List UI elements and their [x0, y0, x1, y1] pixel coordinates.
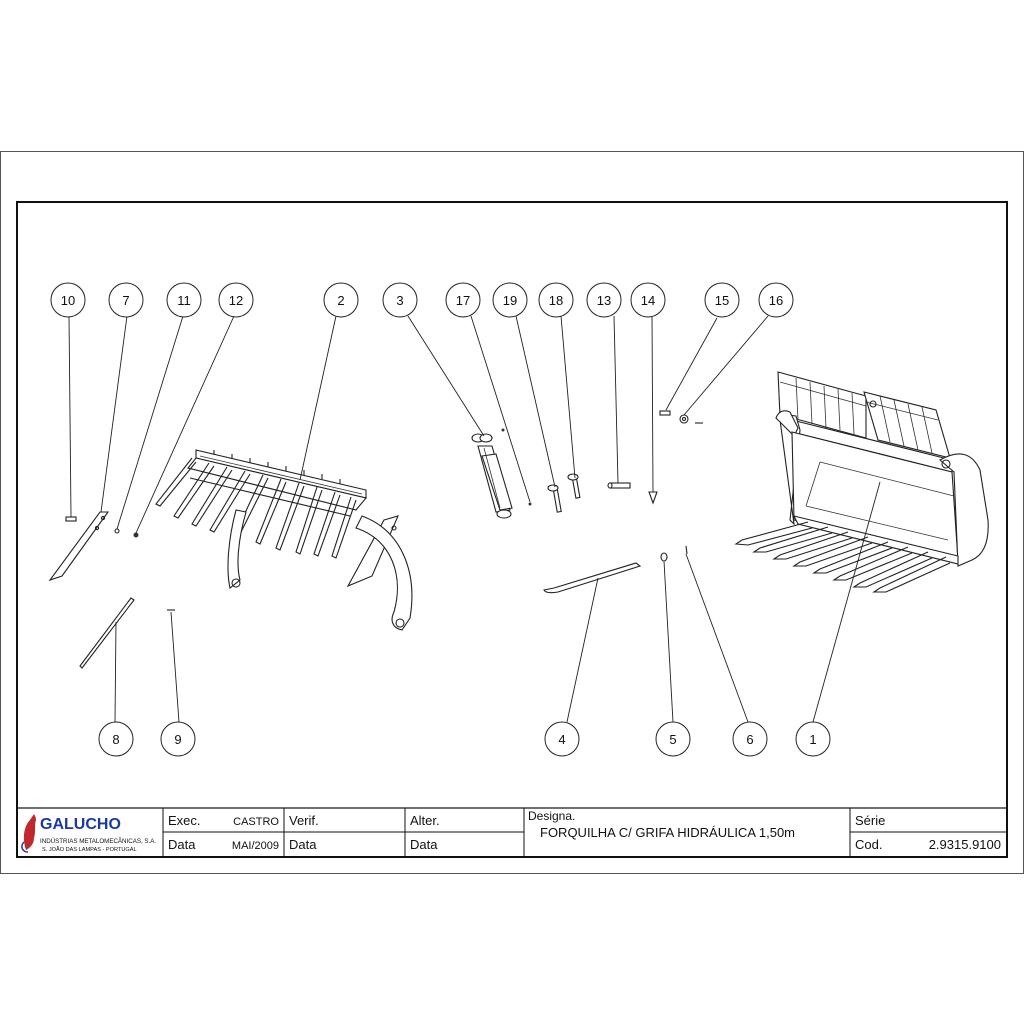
balloon-14-label: 14	[641, 293, 655, 308]
balloon-4: 4	[544, 721, 580, 757]
part-10-pin	[65, 516, 77, 522]
balloons: 10 7 11 12 2 3 17 19 18 13 14 15 16 8 9 …	[50, 282, 831, 757]
company-line2: S. JOÃO DAS LAMPAS - PORTUGAL	[42, 846, 137, 853]
part-13-pin	[607, 482, 631, 489]
balloon-9-label: 9	[174, 732, 181, 747]
balloon-12-label: 12	[229, 293, 243, 308]
balloon-6-label: 6	[746, 732, 753, 747]
exec-label: Exec.	[168, 813, 201, 828]
designation-value: FORQUILHA C/ GRIFA HIDRÁULICA 1,50m	[540, 825, 795, 840]
balloon-8-label: 8	[112, 732, 119, 747]
balloon-11-label: 11	[177, 293, 191, 308]
alter-data-label: Data	[410, 837, 438, 852]
part-19-pin	[547, 484, 562, 513]
part-2-grapple-frame	[155, 449, 413, 631]
part-18-pin	[567, 473, 581, 499]
balloon-5-label: 5	[669, 732, 676, 747]
balloon-5: 5	[655, 721, 691, 757]
balloon-15-label: 15	[715, 293, 729, 308]
alter-label: Alter.	[410, 813, 440, 828]
serie-label: Série	[855, 813, 885, 828]
balloon-14: 14	[630, 282, 666, 318]
balloon-18: 18	[538, 282, 574, 318]
balloon-16: 16	[758, 282, 794, 318]
company-name: GALUCHO	[40, 816, 121, 833]
part-11-washer	[114, 528, 120, 534]
part-12-nut	[133, 532, 139, 538]
company-logo: GALUCHO INDÚSTRIAS METALOMECÂNICAS, S.A.…	[21, 814, 156, 853]
balloon-10-label: 10	[61, 293, 75, 308]
data-label: Data	[168, 837, 196, 852]
balloon-17-label: 17	[456, 293, 470, 308]
part-7-side-plate	[48, 511, 110, 582]
balloon-4-label: 4	[558, 732, 565, 747]
balloon-6: 6	[732, 721, 768, 757]
title-block: GALUCHO INDÚSTRIAS METALOMECÂNICAS, S.A.…	[16, 807, 1008, 858]
part-14-nipple	[648, 491, 658, 505]
exec-value: CASTRO	[233, 816, 279, 828]
cod-value: 2.9315.9100	[929, 837, 1001, 852]
designation-label: Designa.	[528, 809, 575, 823]
part-cyl-bolt	[501, 428, 505, 432]
balloon-1: 1	[795, 721, 831, 757]
rooster-logo-icon	[21, 814, 36, 853]
part-16-washer	[679, 414, 703, 424]
balloon-3: 3	[382, 282, 418, 318]
part-4-tine	[543, 562, 642, 594]
balloon-16-label: 16	[769, 293, 783, 308]
balloon-7: 7	[108, 282, 144, 318]
balloon-18-label: 18	[549, 293, 563, 308]
balloon-1-label: 1	[809, 732, 816, 747]
balloon-17: 17	[445, 282, 481, 318]
data-value: MAI/2009	[232, 840, 279, 852]
balloon-19-label: 19	[503, 293, 517, 308]
part-1-fork-bucket	[734, 371, 989, 593]
cod-label: Cod.	[855, 837, 882, 852]
part-8-tine	[79, 597, 135, 669]
balloon-19: 19	[492, 282, 528, 318]
balloon-13-label: 13	[597, 293, 611, 308]
part-15-bolt	[659, 410, 671, 416]
verif-data-label: Data	[289, 837, 317, 852]
part-3-hydraulic-cylinder	[471, 433, 513, 519]
balloon-15: 15	[704, 282, 740, 318]
part-5-nut	[660, 552, 668, 562]
balloon-9: 9	[160, 721, 196, 757]
part-17-pin	[528, 502, 532, 506]
balloon-12: 12	[218, 282, 254, 318]
part-6-pin	[685, 545, 688, 555]
balloon-2: 2	[323, 282, 359, 318]
balloon-11: 11	[166, 282, 202, 318]
balloon-7-label: 7	[122, 293, 129, 308]
balloon-8: 8	[98, 721, 134, 757]
verif-label: Verif.	[289, 813, 319, 828]
balloon-2-label: 2	[337, 293, 344, 308]
company-line1: INDÚSTRIAS METALOMECÂNICAS, S.A.	[40, 838, 156, 845]
balloon-3-label: 3	[396, 293, 403, 308]
balloon-10: 10	[50, 282, 86, 318]
balloon-13: 13	[586, 282, 622, 318]
leader-lines	[68, 315, 881, 723]
